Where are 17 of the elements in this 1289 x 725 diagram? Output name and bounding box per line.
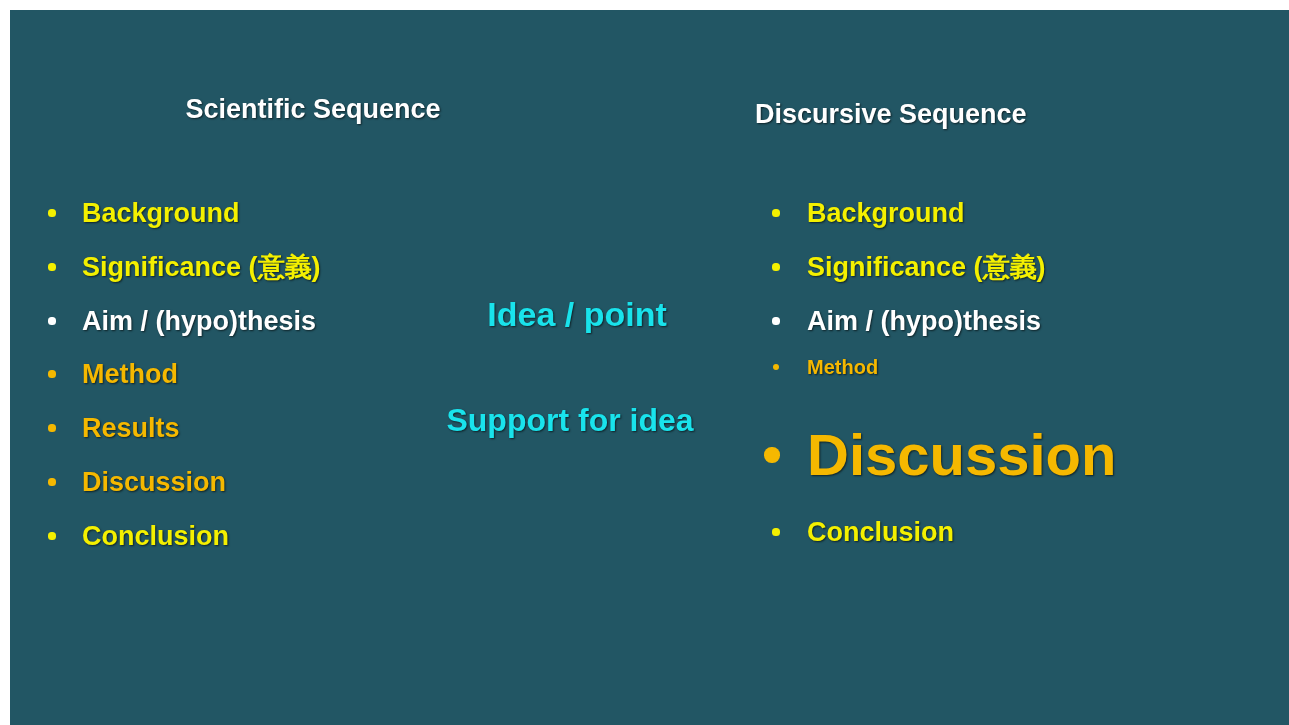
list-item: Significance (意義) [82,250,321,284]
list-item: Conclusion [82,519,229,553]
heading-text: Support for idea [446,400,694,440]
list-item: Aim / (hypo)thesis [807,304,1042,338]
heading-text: Discursive Sequence [755,97,1027,131]
heading-text: Idea / point [487,293,667,335]
list-item: Discussion [82,465,227,499]
list-item: Background [807,196,965,230]
list-item: Aim / (hypo)thesis [82,304,317,338]
list-item: Discussion [807,421,1117,490]
list-item: Results [82,411,180,445]
list-item: Method [807,355,879,379]
heading-text: Scientific Sequence [185,92,441,126]
list-item: Conclusion [807,515,954,549]
list-item: Background [82,196,240,230]
list-item: Method [82,357,178,391]
list-item: Significance (意義) [807,250,1046,284]
